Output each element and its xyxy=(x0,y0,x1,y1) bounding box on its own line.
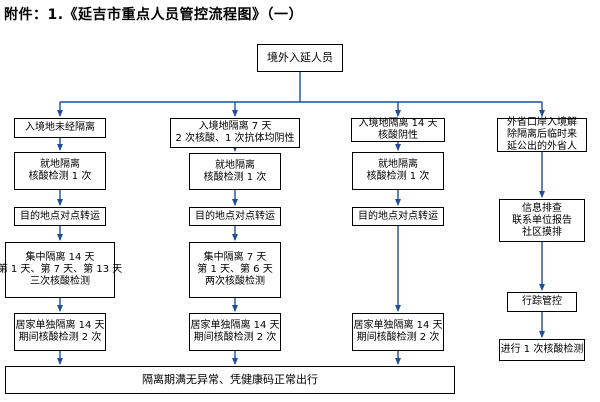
col2-step4-line1: 集中隔离 7 天 xyxy=(203,252,267,263)
col2-step2-box: 就地隔离 核酸检测 1 次 xyxy=(189,153,281,190)
col2-step5-line1: 居家单独隔离 14 天 xyxy=(190,320,280,331)
col2-step1-line2: 2 次核酸、1 次抗体均阴性 xyxy=(175,133,295,144)
col4-step3-box: 行踪管控 xyxy=(507,292,577,312)
col4-step1-box: 外省口岸入境解 除隔离后临时来 延公出的外省人 xyxy=(497,117,587,152)
col3-step1-line2: 核酸阴性 xyxy=(378,130,418,141)
col1-step5-line1: 居家单独隔离 14 天 xyxy=(15,320,105,331)
col2-step3-label: 目的地点对点转运 xyxy=(195,210,275,222)
col4-step1-line3: 延公出的外省人 xyxy=(507,141,577,152)
col2-step1-line1: 入境地隔离 7 天 xyxy=(198,121,272,132)
col3-step1-line1: 入境地隔离 14 天 xyxy=(358,118,438,129)
col2-step4-line3: 两次核酸检测 xyxy=(205,276,265,287)
col2-step4-line2: 第 1 天、第 6 天 xyxy=(197,264,273,275)
start-label: 境外入延人员 xyxy=(267,51,333,64)
col4-step2-line2: 联系单位报告 xyxy=(512,214,572,226)
col4-step4-box: 进行 1 次核酸检测 xyxy=(499,339,585,361)
col3-step2-line2: 核酸检测 1 次 xyxy=(366,171,430,182)
col4-step4-label: 进行 1 次核酸检测 xyxy=(500,344,584,355)
col4-step3-label: 行踪管控 xyxy=(522,296,562,307)
col2-step5-line2: 期间核酸检测 2 次 xyxy=(193,332,277,343)
col2-step1-box: 入境地隔离 7 天 2 次核酸、1 次抗体均阴性 xyxy=(170,118,300,148)
col2-step5-box: 居家单独隔离 14 天 期间核酸检测 2 次 xyxy=(189,313,281,351)
start-box: 境外入延人员 xyxy=(257,44,343,72)
col2-step2-line1: 就地隔离 xyxy=(215,159,255,171)
col2-step2-line2: 核酸检测 1 次 xyxy=(203,171,267,183)
col3-step2-box: 就地隔离 核酸检测 1 次 xyxy=(352,152,444,190)
col1-step4-line1: 集中隔离 14 天 xyxy=(25,252,95,263)
col1-step3-box: 目的地点对点转运 xyxy=(14,207,106,226)
col1-step2-line2: 核酸检测 1 次 xyxy=(28,171,92,182)
page-title: 附件：1.《延吉市重点人员管控流程图》（一） xyxy=(4,7,304,23)
col4-step2-line3: 社区摸排 xyxy=(522,226,562,238)
col4-step1-line1: 外省口岸入境解 xyxy=(507,117,577,128)
col1-step4-line3: 三次核酸检测 xyxy=(30,276,90,287)
col2-step3-box: 目的地点对点转运 xyxy=(189,207,281,226)
col3-step5-line1: 居家单独隔离 14 天 xyxy=(353,320,443,331)
col4-step2-line1: 信息排查 xyxy=(522,202,562,214)
end-label: 隔离期满无异常、凭健康码正常出行 xyxy=(142,373,318,386)
col3-step1-box: 入境地隔离 14 天 核酸阴性 xyxy=(351,118,445,142)
end-box: 隔离期满无异常、凭健康码正常出行 xyxy=(5,366,455,394)
col3-step2-line1: 就地隔离 xyxy=(378,159,418,170)
col3-step3-label: 目的地点对点转运 xyxy=(358,210,438,222)
col4-step1-line2: 除隔离后临时来 xyxy=(507,129,577,140)
col3-step5-line2: 期间核酸检测 2 次 xyxy=(356,332,440,343)
col1-step5-line2: 期间核酸检测 2 次 xyxy=(18,332,102,343)
col4-step2-box: 信息排查 联系单位报告 社区摸排 xyxy=(499,199,585,242)
col1-step4-box: 集中隔离 14 天 第 1 天、第 7 天、第 13 天 三次核酸检测 xyxy=(0,242,122,298)
col1-step5-box: 居家单独隔离 14 天 期间核酸检测 2 次 xyxy=(14,313,106,351)
col2-step4-box: 集中隔离 7 天 第 1 天、第 6 天 两次核酸检测 xyxy=(189,242,281,298)
col1-step4-line2: 第 1 天、第 7 天、第 13 天 xyxy=(0,264,123,275)
col1-step2-line1: 就地隔离 xyxy=(40,159,80,170)
col3-step3-box: 目的地点对点转运 xyxy=(352,207,444,226)
col1-step3-label: 目的地点对点转运 xyxy=(20,210,100,222)
col1-step2-box: 就地隔离 核酸检测 1 次 xyxy=(14,152,106,190)
col1-step1-label: 入境地未经隔离 xyxy=(25,122,95,133)
col3-step5-box: 居家单独隔离 14 天 期间核酸检测 2 次 xyxy=(352,313,444,351)
col1-step1-box: 入境地未经隔离 xyxy=(14,118,106,138)
